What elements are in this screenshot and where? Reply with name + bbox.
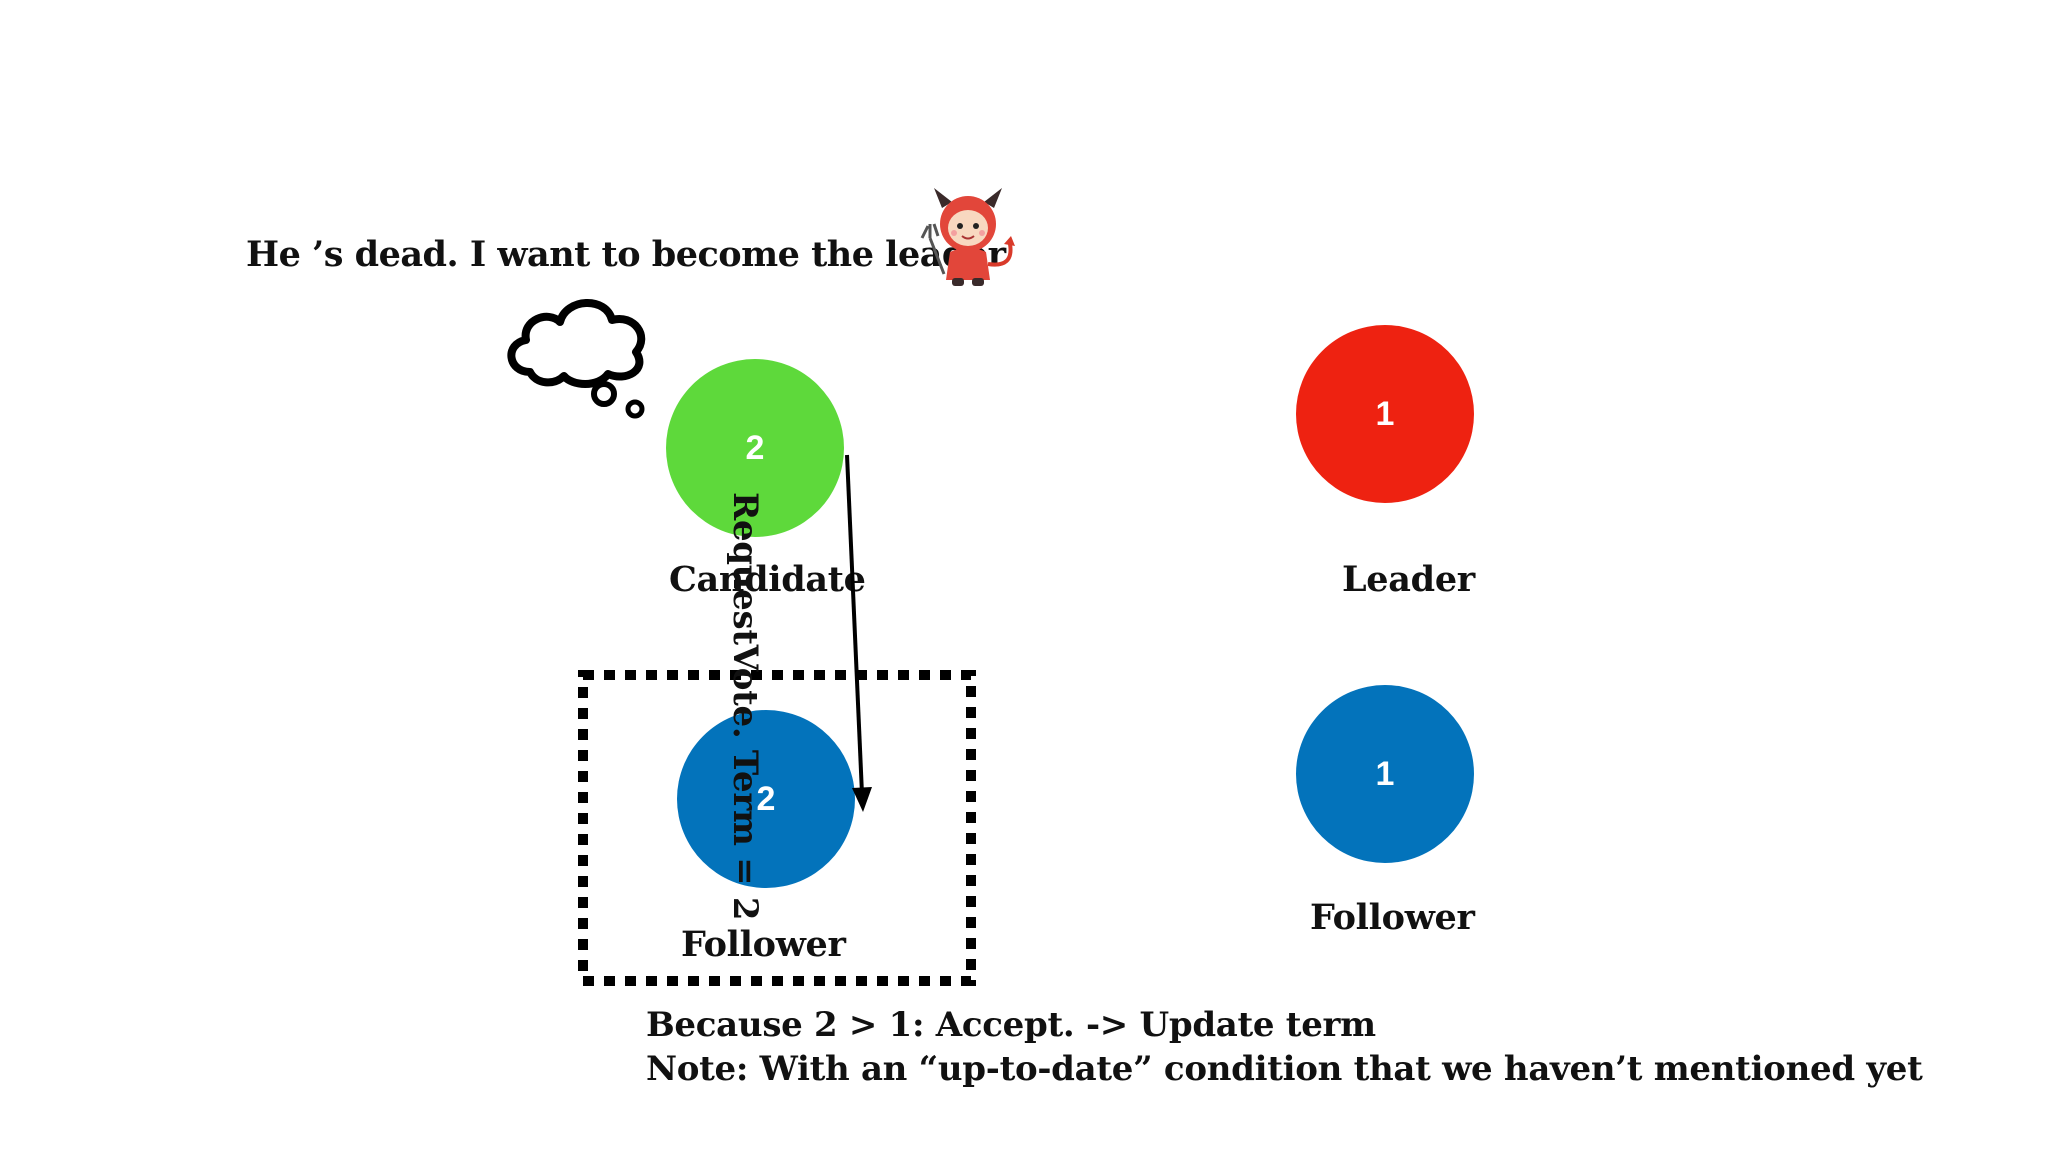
highlight-box [583, 675, 971, 981]
arrow-head [852, 787, 872, 812]
request-vote-label: RequestVote. Term = 2 [725, 492, 765, 920]
request-vote-arrow [847, 455, 862, 794]
note-line-1: Because 2 > 1: Accept. -> Update term [646, 1005, 1376, 1045]
note-line-2: Note: With an “up-to-date” condition tha… [646, 1049, 1923, 1089]
